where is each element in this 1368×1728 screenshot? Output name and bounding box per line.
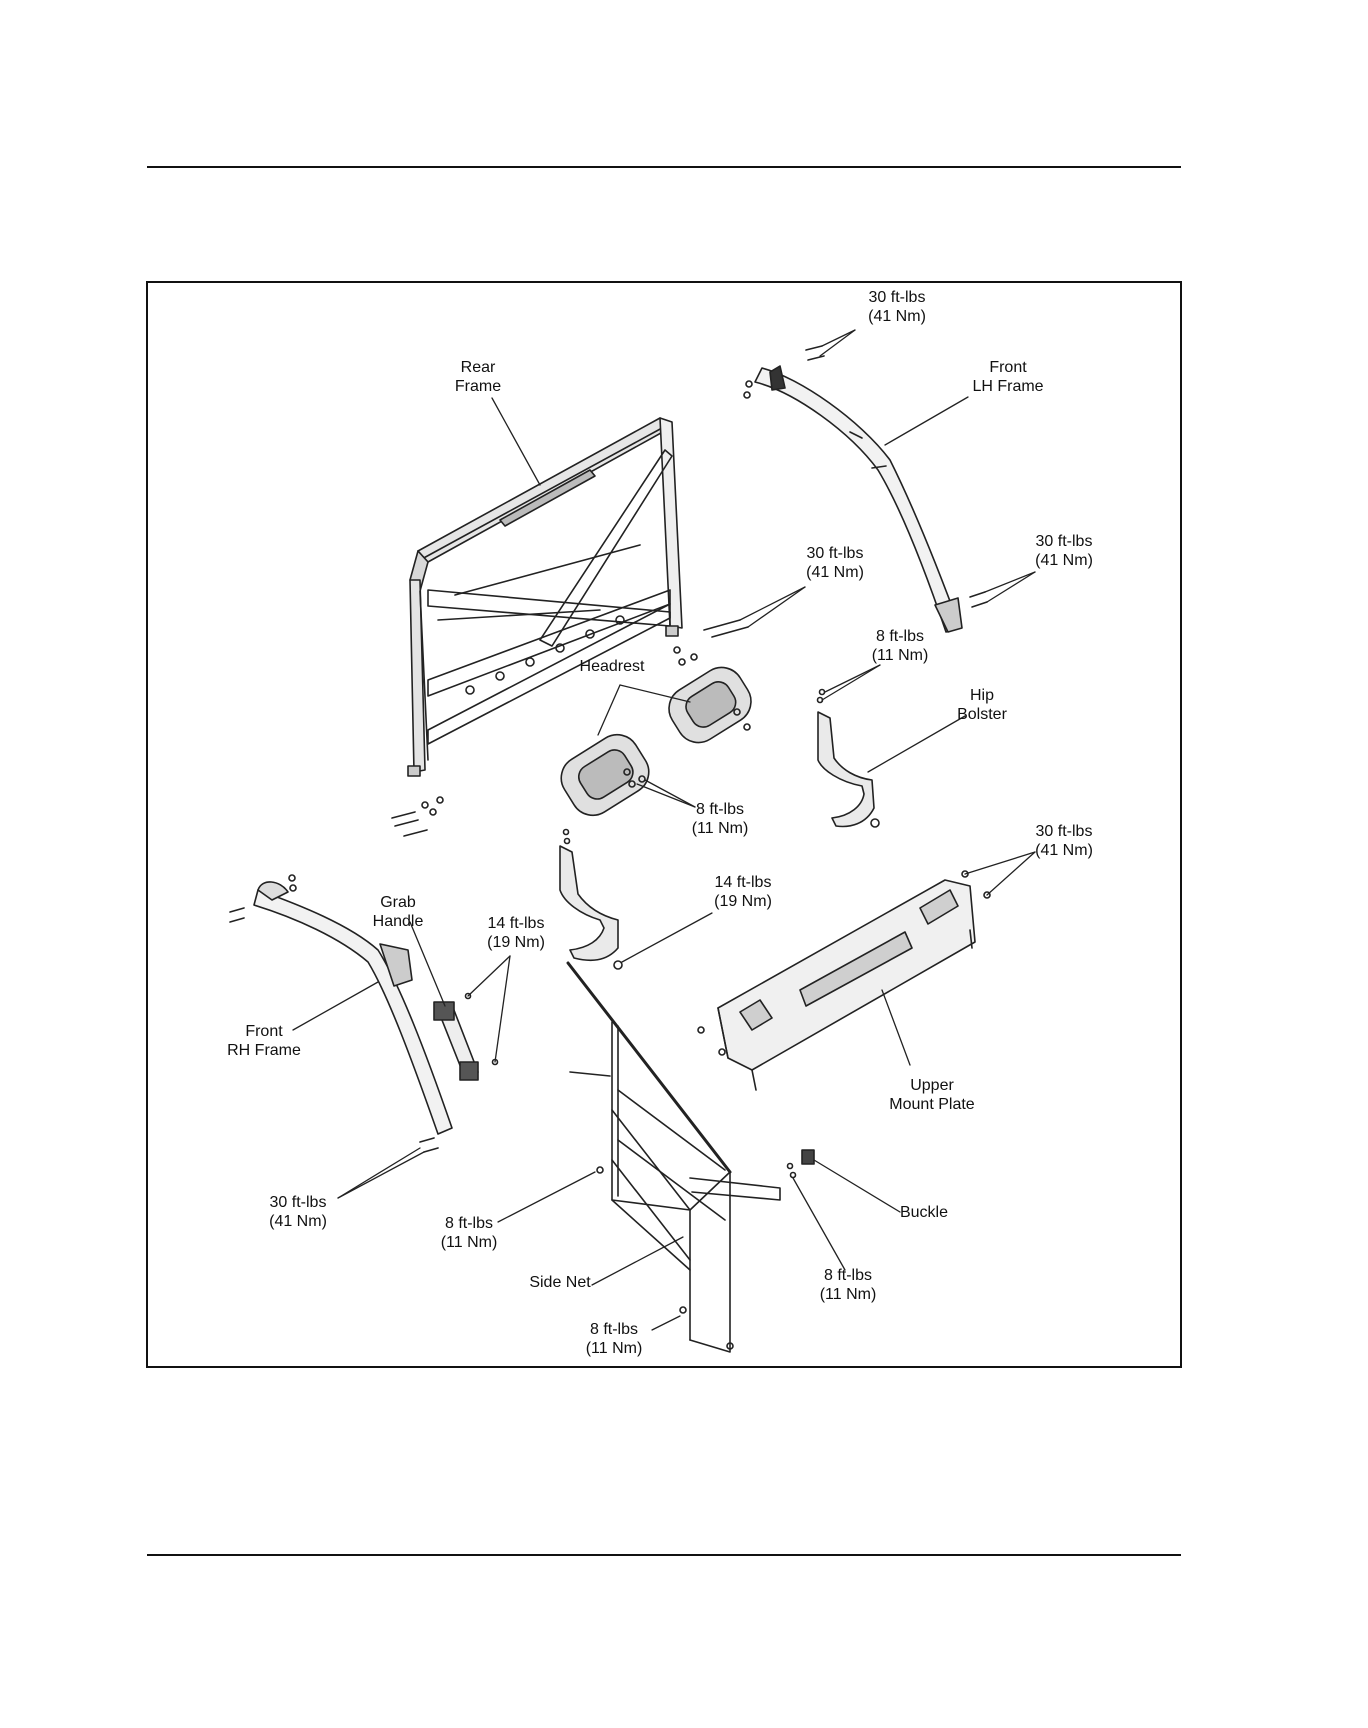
callout-front-lh-frame: Front LH Frame xyxy=(972,359,1044,395)
callout-side-net: Side Net xyxy=(529,1274,591,1291)
leader-lines xyxy=(292,329,1036,1331)
callout-torque-rh-bottom: 30 ft-lbs (41 Nm) xyxy=(269,1194,327,1230)
front-lh-frame-part xyxy=(743,345,988,633)
callout-torque-lh-top: 30 ft-lbs (41 Nm) xyxy=(868,289,926,325)
callout-torque-buckle: 8 ft-lbs (11 Nm) xyxy=(819,1267,877,1303)
callout-torque-lh-bottom: 30 ft-lbs (41 Nm) xyxy=(1035,533,1093,569)
callout-torque-grab: 14 ft-lbs (19 Nm) xyxy=(487,915,545,951)
footer-rule xyxy=(147,1554,1181,1556)
callout-buckle: Buckle xyxy=(899,1204,949,1221)
callout-headrest: Headrest xyxy=(579,658,645,675)
callout-torque-net-bottom: 8 ft-lbs (11 Nm) xyxy=(585,1321,643,1357)
callout-torque-plate: 30 ft-lbs (41 Nm) xyxy=(1035,823,1093,859)
callout-upper-mount-plate: Upper Mount Plate xyxy=(889,1077,975,1113)
callout-torque-rear-bolts: 30 ft-lbs (41 Nm) xyxy=(806,545,864,581)
rear-frame-part xyxy=(407,417,683,777)
side-net-part xyxy=(566,961,781,1353)
callout-hip-bolster: Hip Bolster xyxy=(957,687,1007,723)
upper-mount-plate-part xyxy=(697,870,991,1091)
callout-rear-frame: Rear Frame xyxy=(454,359,502,395)
callout-torque-net-left: 8 ft-lbs (11 Nm) xyxy=(440,1215,498,1251)
callout-torque-lower-bolster: 14 ft-lbs (19 Nm) xyxy=(714,874,772,910)
diagram-frame xyxy=(146,281,1182,1368)
headrest-part xyxy=(560,666,752,817)
callout-grab-handle: Grab Handle xyxy=(372,894,424,930)
callout-torque-headrest: 8 ft-lbs (11 Nm) xyxy=(691,801,749,837)
callout-front-rh-frame: Front RH Frame xyxy=(227,1023,301,1059)
hip-bolster-part xyxy=(816,688,880,828)
rear-frame-bolts xyxy=(391,619,749,837)
lower-bolster-part xyxy=(559,828,623,970)
front-rh-frame-part xyxy=(229,874,453,1153)
grab-handle-part xyxy=(433,992,499,1081)
header-rule xyxy=(147,166,1181,168)
buckle-part xyxy=(786,1149,815,1179)
callout-torque-hip-top: 8 ft-lbs (11 Nm) xyxy=(871,628,929,664)
